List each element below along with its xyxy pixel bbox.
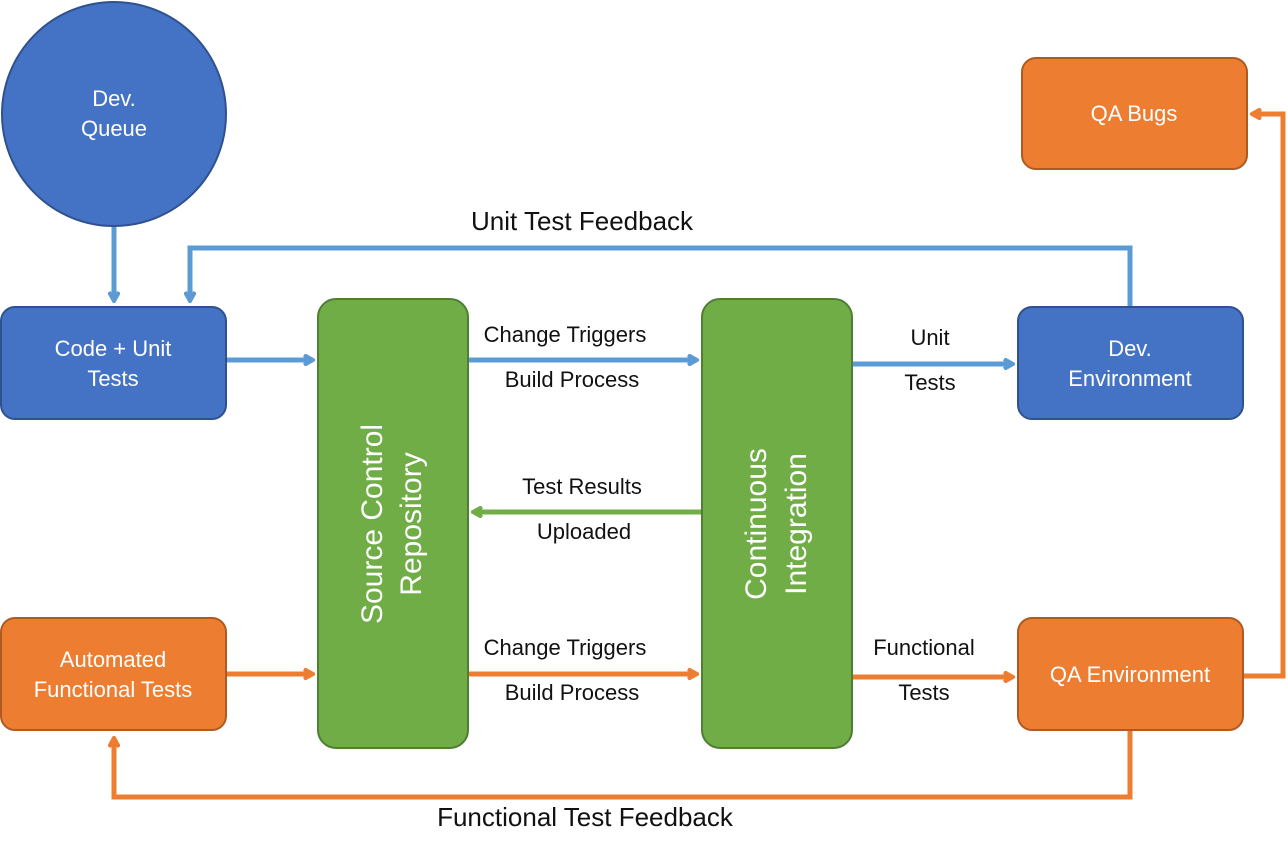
dev-queue-node: Dev. Queue (1, 1, 227, 227)
unit-tests-edge-label-2: Tests (904, 370, 955, 395)
change-triggers-bottom-label-1: Change Triggers (484, 635, 647, 660)
arrow-unit-test-feedback (190, 245, 1133, 307)
unit-test-feedback-label: Unit Test Feedback (471, 206, 694, 236)
source-control-label-1: Source Control (356, 424, 389, 624)
continuous-integration-label-2: Integration (780, 453, 813, 595)
qa-environment-label: QA Environment (1050, 662, 1210, 687)
change-triggers-bottom-label-2: Build Process (505, 680, 640, 705)
dev-environment-label-2: Environment (1068, 366, 1192, 391)
automated-functional-tests-label-2: Functional Tests (34, 677, 193, 702)
change-triggers-top-label-1: Change Triggers (484, 322, 647, 347)
automated-functional-tests-label-1: Automated (60, 647, 166, 672)
continuous-integration-node: Continuous Integration (701, 298, 853, 749)
dev-environment-label-1: Dev. (1108, 336, 1152, 361)
arrow-functional-test-feedback (114, 731, 1133, 800)
functional-tests-edge-label-1: Functional (873, 635, 975, 660)
qa-bugs-label: QA Bugs (1091, 101, 1178, 126)
dev-queue-label-2: Queue (81, 116, 147, 141)
test-results-label-2: Uploaded (537, 519, 631, 544)
continuous-integration-label-1: Continuous (740, 448, 773, 600)
arrow-qa-env-to-bugs (1243, 114, 1286, 679)
code-unit-tests-label-1: Code + Unit (55, 336, 172, 361)
test-results-label-1: Test Results (522, 474, 642, 499)
code-unit-tests-node: Code + Unit Tests (0, 306, 227, 420)
automated-functional-tests-node: Automated Functional Tests (0, 617, 227, 731)
functional-tests-edge-label-2: Tests (898, 680, 949, 705)
source-control-label-2: Repository (395, 452, 428, 595)
source-control-repository-node: Source Control Repository (317, 298, 469, 749)
qa-environment-node: QA Environment (1017, 617, 1244, 731)
dev-environment-node: Dev. Environment (1017, 306, 1244, 420)
dev-queue-label-1: Dev. (92, 86, 136, 111)
unit-tests-edge-label-1: Unit (910, 325, 949, 350)
functional-test-feedback-label: Functional Test Feedback (437, 802, 734, 832)
code-unit-tests-label-2: Tests (87, 366, 138, 391)
change-triggers-top-label-2: Build Process (505, 367, 640, 392)
qa-bugs-node: QA Bugs (1021, 57, 1248, 170)
